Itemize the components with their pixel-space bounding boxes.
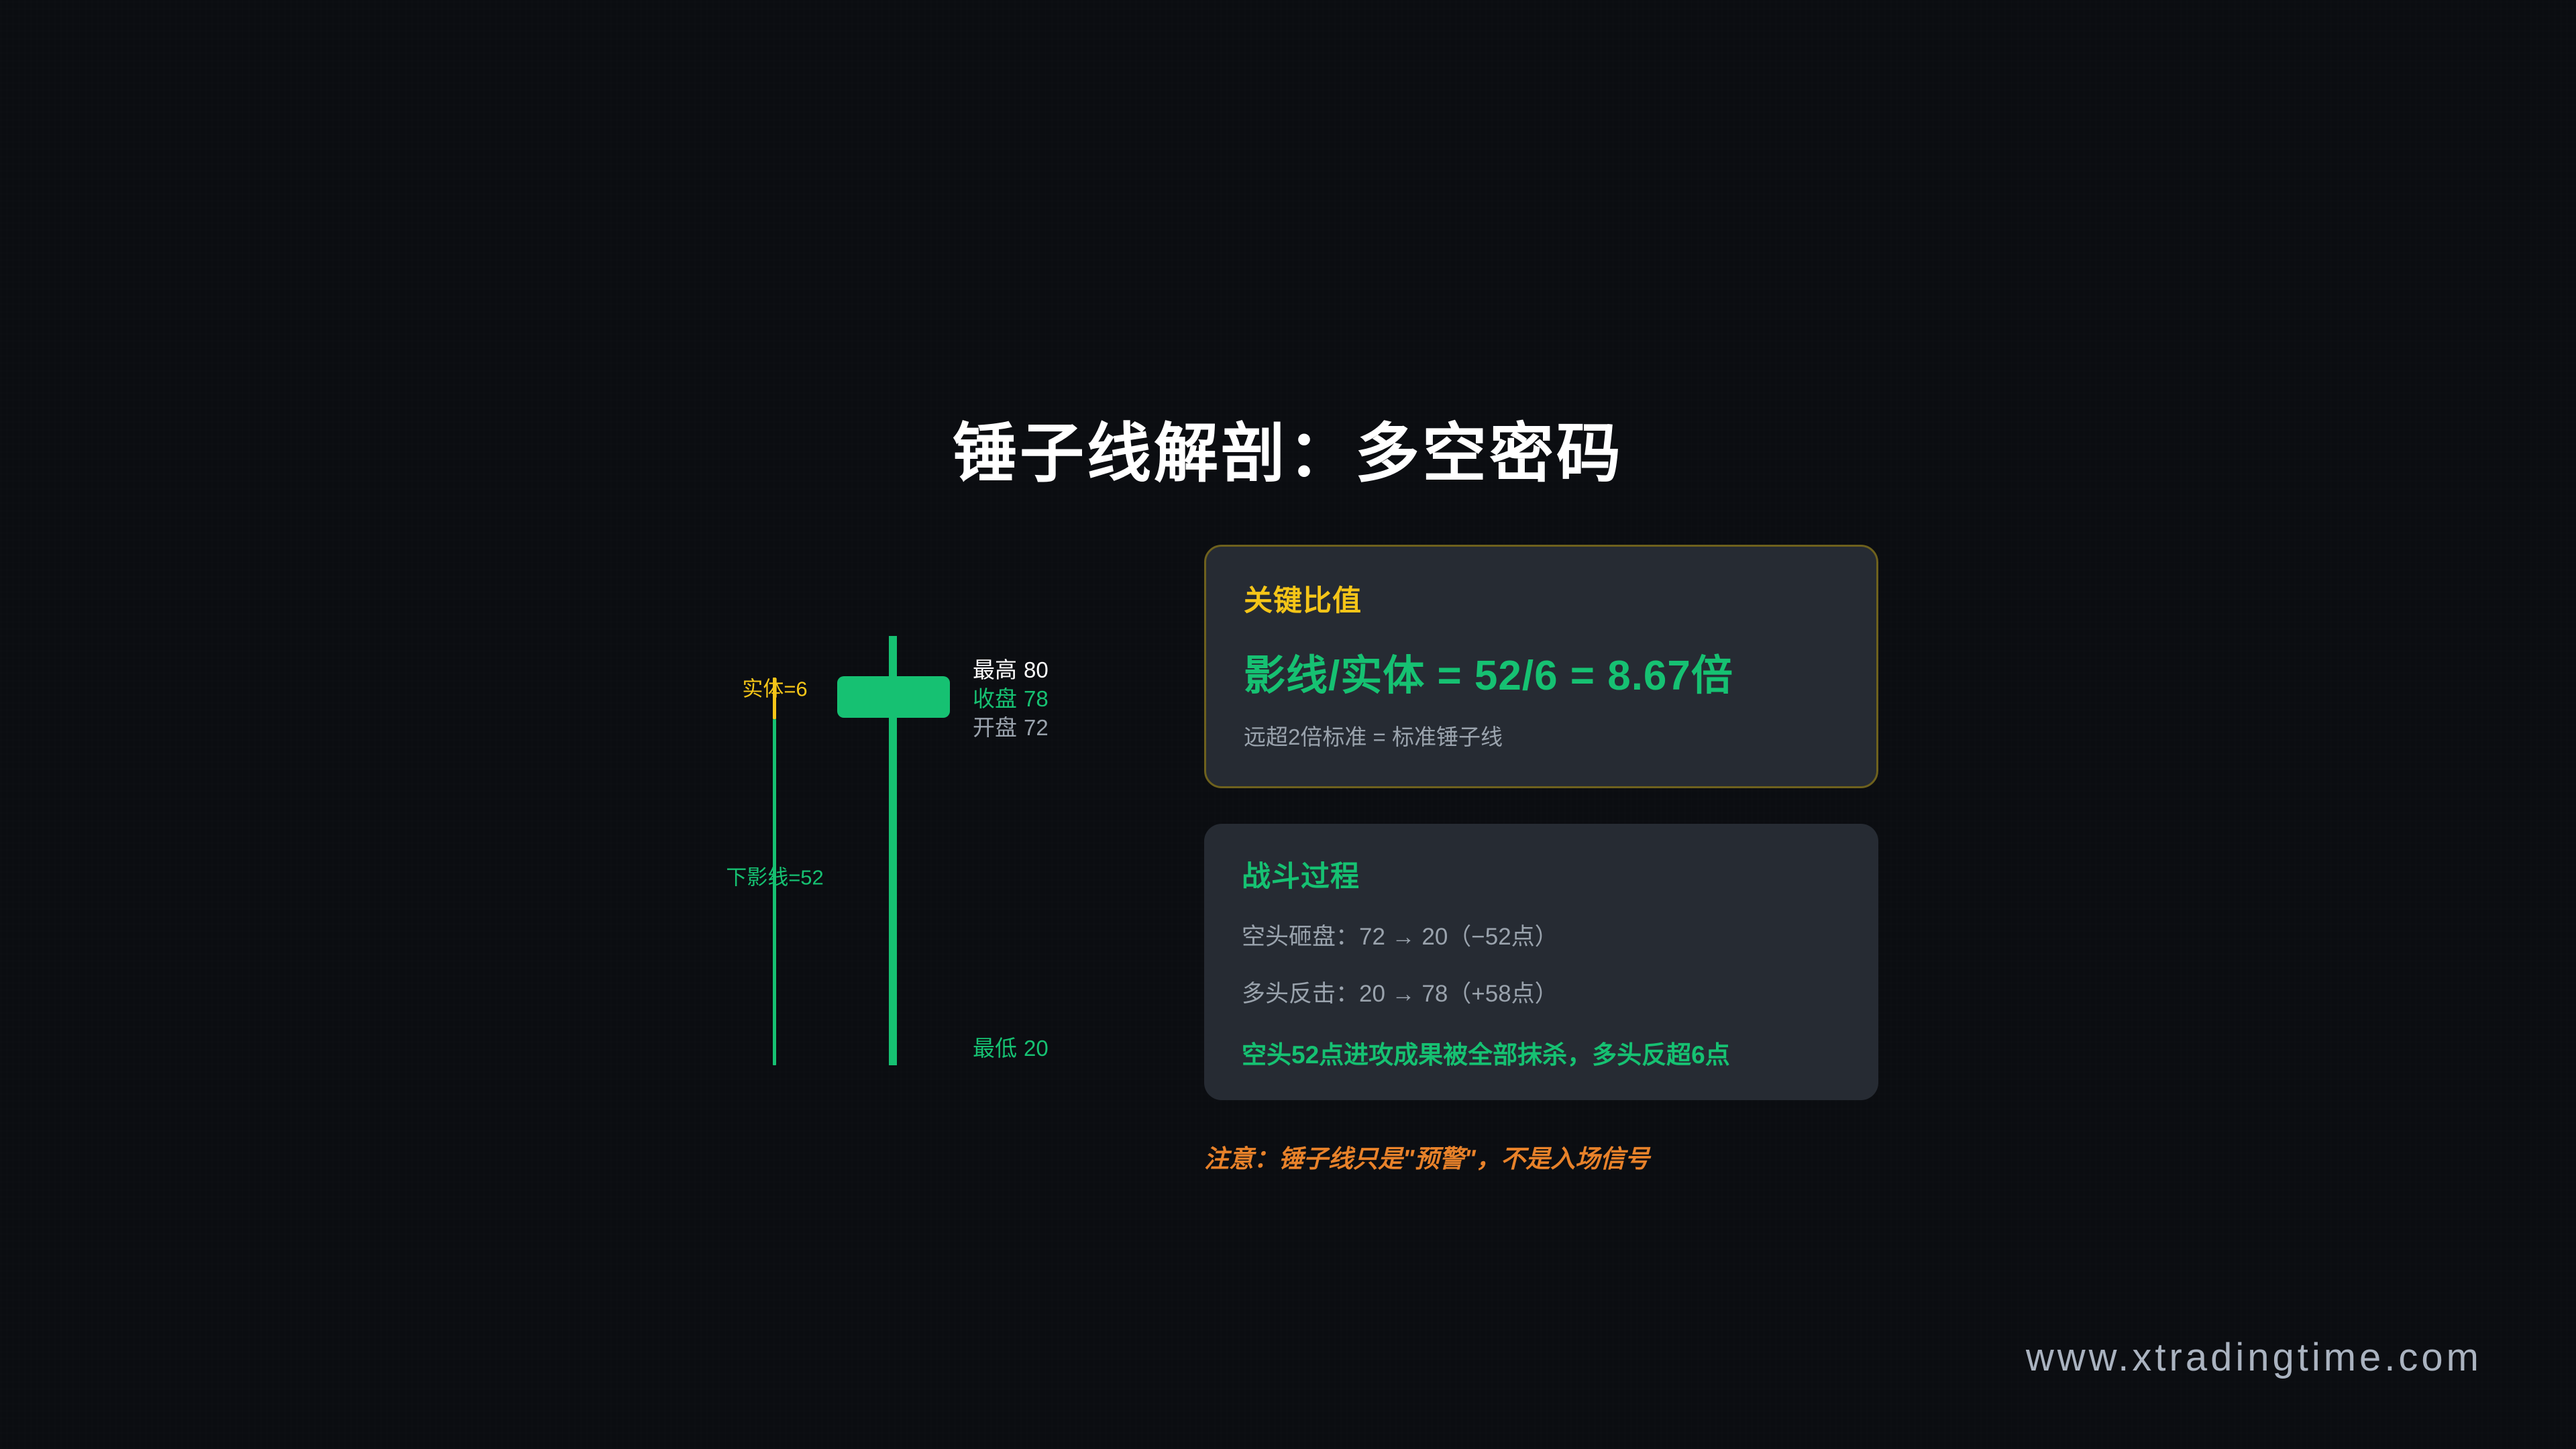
battle-line-bulls: 多头反击：20 → 78（+58点）: [1242, 981, 1558, 1007]
price-key-open: 开盘: [973, 715, 1017, 740]
price-label-high: 最高 80: [973, 652, 1049, 684]
site-watermark: www.xtradingtime.com: [2025, 1336, 2482, 1379]
price-value-low: 20: [1024, 1036, 1049, 1061]
warning-note: 注意：锤子线只是"预警"，不是入场信号: [1204, 1145, 1650, 1173]
price-label-open: 开盘 72: [973, 710, 1049, 742]
price-key-high: 最高: [973, 657, 1017, 682]
key-ratio-note: 远超2倍标准 = 标准锤子线: [1244, 724, 1503, 749]
body-measure-rail: [773, 678, 776, 719]
price-label-close: 收盘 78: [973, 681, 1049, 713]
price-label-low: 最低 20: [973, 1030, 1049, 1063]
body-size-label: 实体=6: [742, 677, 808, 701]
battle-process-card: 战斗过程 空头砸盘：72 → 20（−52点） 多头反击：20 → 78（+58…: [1204, 824, 1878, 1100]
price-key-close: 收盘: [973, 686, 1017, 711]
candlestick-diagram: 实体=6 下影线=52 最高 80 收盘 78 开盘 72 最低 20: [671, 604, 1140, 1114]
battle-process-card-title: 战斗过程: [1242, 861, 1360, 893]
price-key-low: 最低: [973, 1036, 1017, 1061]
key-ratio-formula: 影线/实体 = 52/6 = 8.67倍: [1244, 653, 1733, 699]
battle-line-bears: 空头砸盘：72 → 20（−52点）: [1242, 924, 1558, 950]
battle-conclusion: 空头52点进攻成果被全部抹杀，多头反超6点: [1242, 1041, 1730, 1069]
candle-wick: [889, 636, 897, 1065]
page-title: 锤子线解剖：多空密码: [953, 418, 1623, 490]
candle-body: [837, 676, 950, 718]
price-value-close: 78: [1024, 686, 1049, 711]
lower-shadow-size-label: 下影线=52: [726, 865, 824, 890]
shadow-measure-rail: [773, 719, 776, 1065]
key-ratio-card-title: 关键比值: [1244, 585, 1362, 617]
price-value-open: 72: [1024, 715, 1049, 740]
price-value-high: 80: [1024, 657, 1049, 682]
key-ratio-card: 关键比值 影线/实体 = 52/6 = 8.67倍 远超2倍标准 = 标准锤子线: [1204, 545, 1878, 788]
